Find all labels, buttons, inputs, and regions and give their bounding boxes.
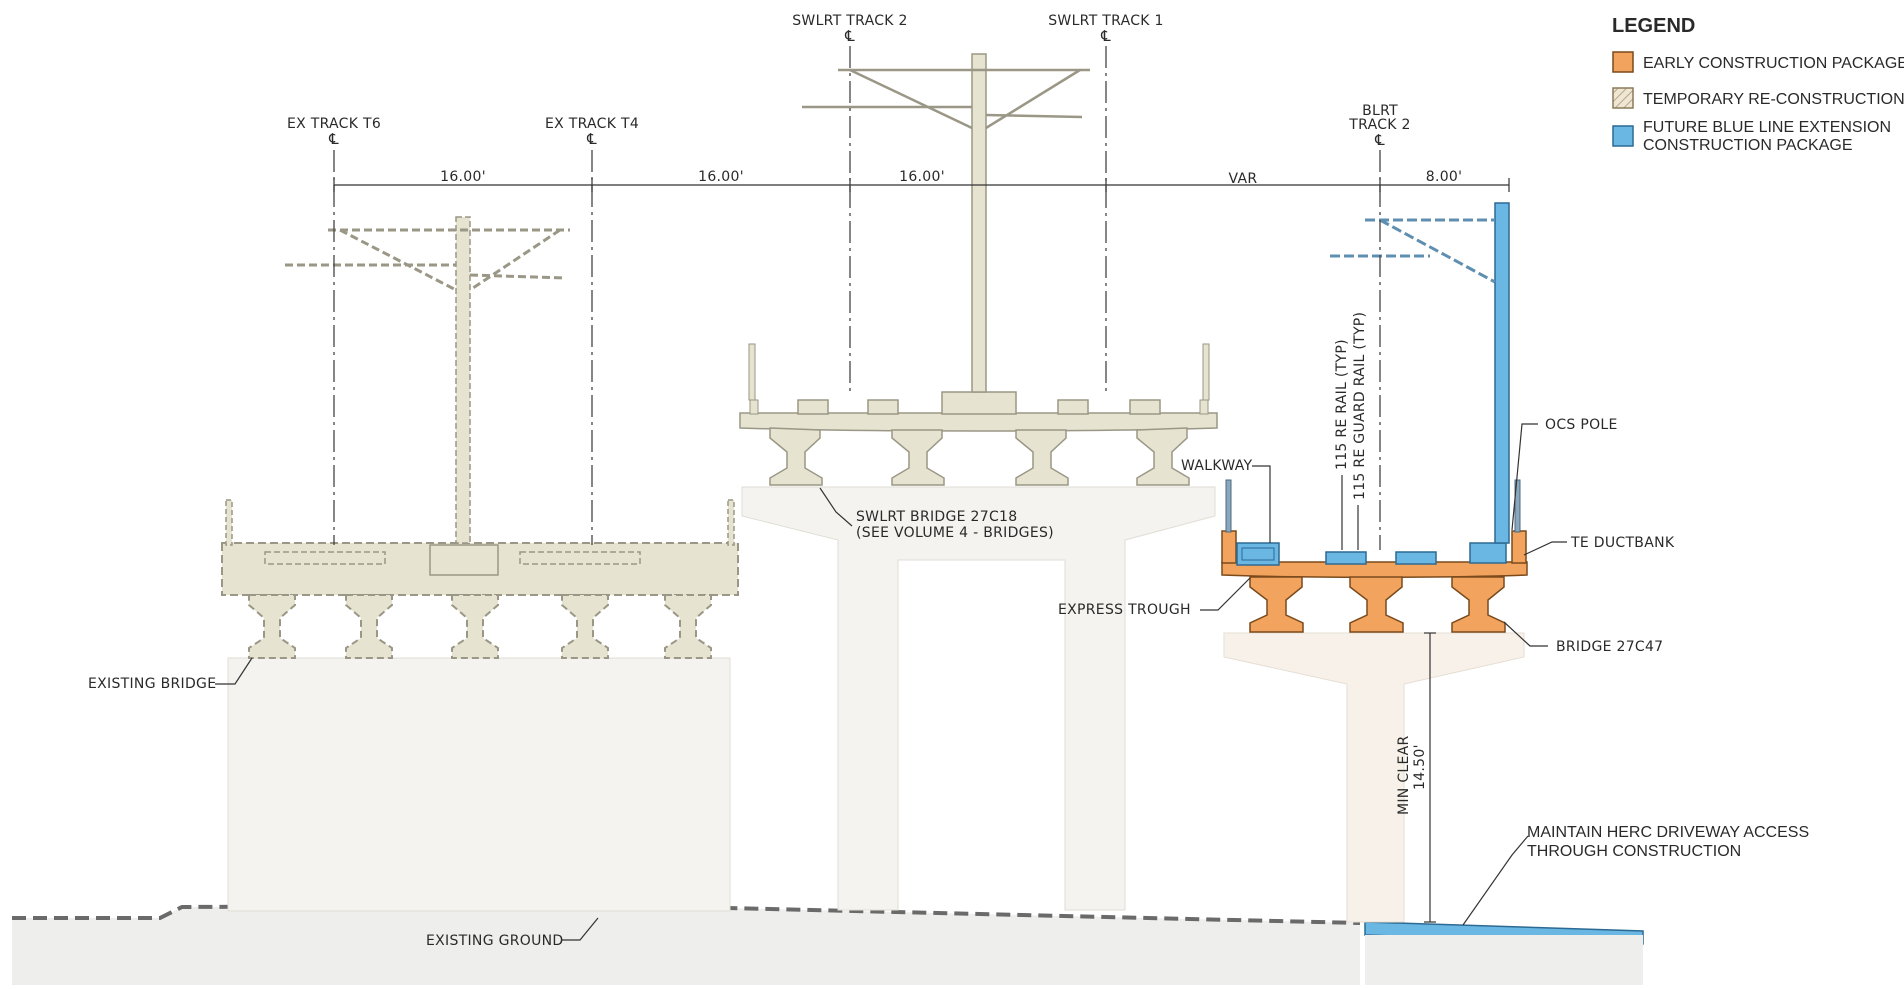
cl-swlrt-t2-symbol: ℄ <box>844 27 855 45</box>
cl-blrt-t2-label-2: TRACK 2 <box>1348 117 1410 133</box>
swlrt-bridge-label-1: SWLRT BRIDGE 27C18 <box>856 509 1017 525</box>
leader-lines <box>215 423 1567 941</box>
rail-label: 115 RE RAIL (TYP) <box>1334 339 1350 470</box>
legend-item-early: EARLY CONSTRUCTION PACKAGE <box>1643 55 1904 72</box>
legend-item-future-line-2: CONSTRUCTION PACKAGE <box>1643 137 1853 154</box>
bridge-27c47-deck <box>1221 202 1528 633</box>
cl-ex-t4-symbol: ℄ <box>586 130 597 148</box>
cl-ex-t4-label: EX TRACK T4 <box>545 116 639 132</box>
herc-driveway <box>1364 921 1644 985</box>
legend-item-temporary: TEMPORARY RE-CONSTRUCTION <box>1643 91 1904 108</box>
bridge-27c47-pier <box>1223 632 1525 923</box>
dim-3: 16.00' <box>899 169 945 185</box>
herc-note-line-1: MAINTAIN HERC DRIVEWAY ACCESS <box>1527 824 1809 841</box>
legend: LEGEND EARLY CONSTRUCTION PACKAGE TEMPOR… <box>1612 15 1904 154</box>
existing-bridge-label: EXISTING BRIDGE <box>88 676 216 692</box>
legend-swatch-future <box>1612 125 1634 147</box>
dimension-line <box>333 178 1510 192</box>
cl-ex-t6-symbol: ℄ <box>328 130 339 148</box>
existing-ground <box>12 902 1361 985</box>
cl-ex-t6-label: EX TRACK T6 <box>287 116 381 132</box>
express-trough-label: EXPRESS TROUGH <box>1058 602 1191 618</box>
te-ductbank-label: TE DUCTBANK <box>1570 535 1675 551</box>
min-clear-label: MIN CLEAR <box>1396 735 1412 815</box>
cl-blrt-t2-symbol: ℄ <box>1374 131 1385 149</box>
herc-note-line-2: THROUGH CONSTRUCTION <box>1527 843 1741 860</box>
swlrt-pier <box>741 486 1216 911</box>
walkway-label: WALKWAY <box>1181 458 1253 474</box>
ocs-pole-label: OCS POLE <box>1545 417 1618 433</box>
dim-4: VAR <box>1229 171 1258 187</box>
swlrt-bridge-deck <box>739 53 1218 486</box>
cl-swlrt-t1-label: SWLRT TRACK 1 <box>1048 13 1164 29</box>
min-clear-value: 14.50' <box>1412 744 1428 790</box>
existing-pier <box>227 657 731 912</box>
dim-2: 16.00' <box>698 169 744 185</box>
legend-item-future-line-1: FUTURE BLUE LINE EXTENSION <box>1643 119 1891 136</box>
legend-title: LEGEND <box>1612 15 1695 37</box>
cl-blrt-t2-label-1: BLRT <box>1362 103 1398 119</box>
cl-swlrt-t2-label: SWLRT TRACK 2 <box>792 13 908 29</box>
guard-rail-label: 115 RE GUARD RAIL (TYP) <box>1352 312 1368 500</box>
dim-5: 8.00' <box>1426 169 1463 185</box>
legend-swatch-early <box>1612 51 1634 73</box>
legend-swatch-temporary <box>1612 87 1634 109</box>
existing-ground-label: EXISTING GROUND <box>426 933 564 949</box>
swlrt-bridge-label-2: (SEE VOLUME 4 - BRIDGES) <box>856 525 1054 541</box>
cl-swlrt-t1-symbol: ℄ <box>1100 27 1111 45</box>
existing-bridge-deck <box>221 216 739 659</box>
centerline-lines <box>333 46 1381 550</box>
dim-1: 16.00' <box>440 169 486 185</box>
bridge-27c47-label: BRIDGE 27C47 <box>1556 639 1663 655</box>
